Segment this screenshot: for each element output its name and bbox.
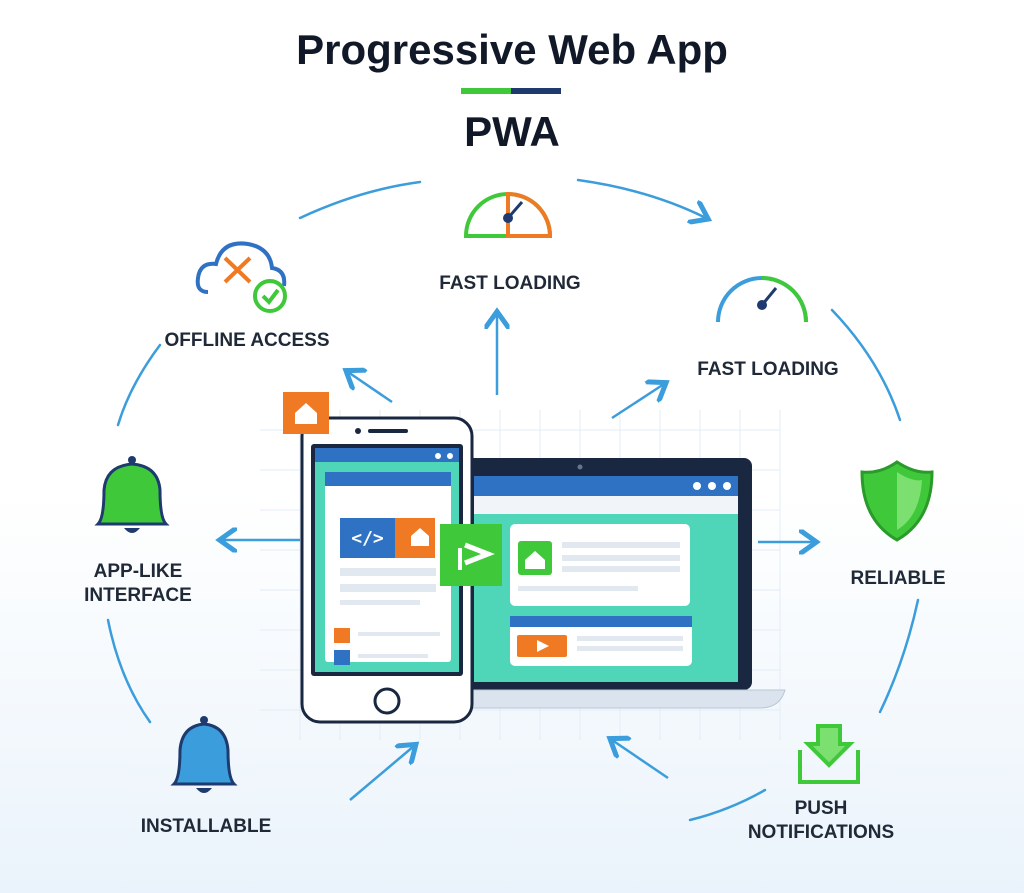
code-icon: </> (351, 528, 384, 549)
shield-icon (860, 460, 934, 542)
page-subtitle: PWA (464, 108, 560, 155)
app-launch-icon (440, 524, 502, 586)
feature-arrows (222, 314, 814, 801)
feature-reliable: RELIABLE (850, 568, 946, 589)
feature-label-line1: APP-LIKE (93, 561, 183, 582)
feature-push-notifications: PUSH NOTIFICATIONS (748, 797, 894, 845)
bell-icon (94, 456, 170, 533)
feature-offline-access: OFFLINE ACCESS (164, 330, 330, 351)
feature-fast-loading-top: FAST LOADING (439, 273, 581, 294)
cloud-offline-icon (195, 241, 287, 313)
feature-label-line2: INTERFACE (84, 585, 192, 606)
bell-icon (170, 716, 238, 793)
laptop-illustration (438, 458, 786, 709)
download-icon (798, 724, 860, 784)
speedometer-icon (463, 191, 553, 238)
feature-label-line2: NOTIFICATIONS (747, 822, 895, 843)
feature-app-like-interface: APP-LIKE INTERFACE (84, 560, 192, 608)
speedometer-icon (716, 276, 808, 323)
title-underline-green (461, 88, 511, 94)
title-underline-navy (511, 88, 561, 94)
feature-label-line1: PUSH (794, 798, 848, 819)
feature-fast-loading-right: FAST LOADING (697, 359, 839, 380)
page-title: Progressive Web App (296, 26, 728, 73)
feature-installable: INSTALLABLE (140, 816, 272, 837)
phone-illustration (283, 392, 545, 724)
cycle-arcs (106, 178, 920, 822)
